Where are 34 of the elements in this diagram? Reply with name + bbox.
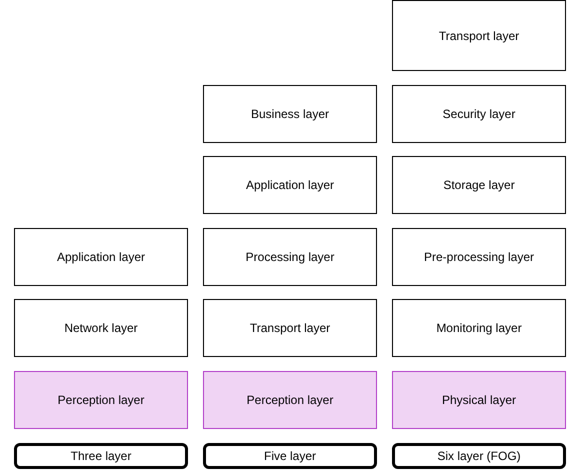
layer-name: Network layer xyxy=(64,321,138,335)
layer-name: Perception layer xyxy=(58,393,144,407)
layer-name: Perception layer xyxy=(246,393,334,407)
layer-name: Physical layer xyxy=(442,393,516,407)
layer-box xyxy=(14,371,188,429)
stack-label-box xyxy=(392,443,566,469)
layer-name: Storage layer xyxy=(443,178,515,192)
layer-box xyxy=(392,299,566,357)
layer-name: Monitoring layer xyxy=(436,321,522,335)
layer-name: Transport layer xyxy=(250,321,330,335)
stack-label-box xyxy=(14,443,188,469)
layer-box xyxy=(392,228,566,286)
stack-label-box xyxy=(203,443,377,469)
layer-box xyxy=(14,228,188,286)
layer-name: Security layer xyxy=(442,107,516,121)
layer-name: Application layer xyxy=(56,250,146,264)
layer-name: Application layer xyxy=(246,178,334,192)
layer-box xyxy=(203,85,377,143)
layer-box xyxy=(203,299,377,357)
layer-box xyxy=(203,156,377,214)
layer-name: Pre-processing layer xyxy=(424,250,534,264)
layer-box xyxy=(392,371,566,429)
layer-box xyxy=(392,0,566,71)
layer-name: Processing layer xyxy=(246,250,334,264)
layer-box xyxy=(203,228,377,286)
layer-box xyxy=(14,299,188,357)
layer-name: Six layer (FOG) xyxy=(437,449,521,463)
layer-name: Business layer xyxy=(250,107,330,121)
layer-name: Three layer xyxy=(70,449,132,463)
layer-box xyxy=(392,156,566,214)
layer-box xyxy=(392,85,566,143)
layer-box xyxy=(203,371,377,429)
layer-name: Five layer xyxy=(264,449,316,463)
layer-name: Transport layer xyxy=(438,28,520,42)
